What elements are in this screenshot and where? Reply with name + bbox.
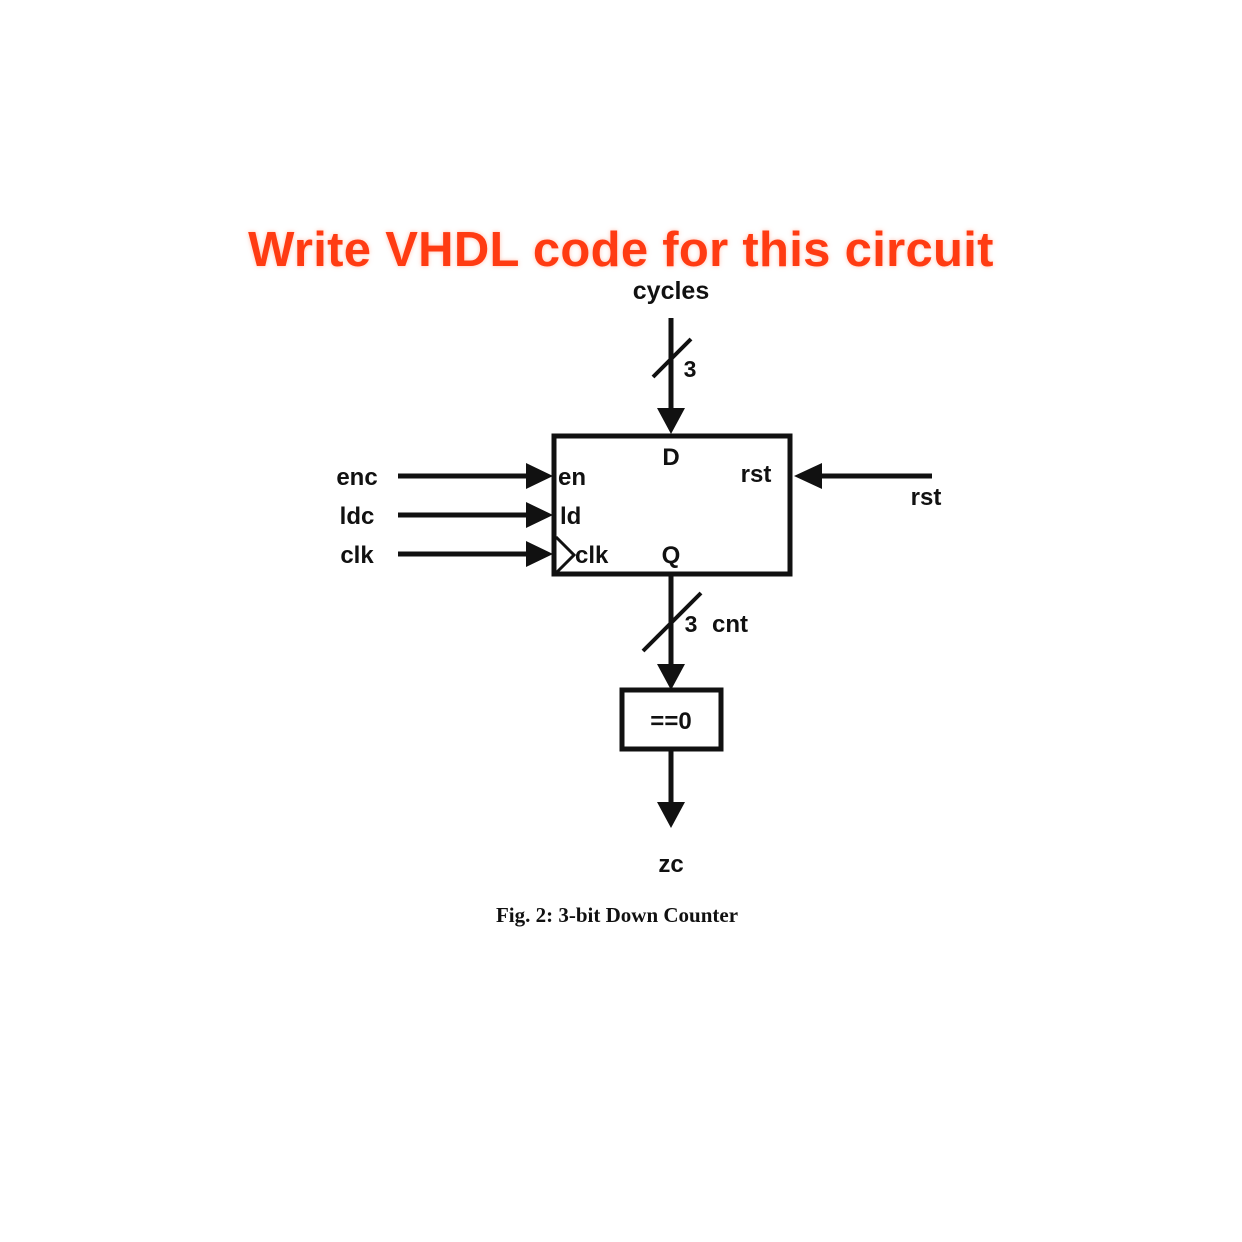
cycles-bus-slash (651, 337, 693, 379)
ldc-arrowhead (526, 502, 553, 528)
enc-arrowhead (526, 463, 553, 489)
zero-comparator-box (619, 687, 724, 752)
rst-label: rst (911, 484, 942, 511)
instruction-heading: Write VHDL code for this circuit (248, 223, 994, 277)
enc-label: enc (336, 464, 377, 491)
cycles-arrowhead (657, 408, 685, 434)
counter-port-d: D (662, 444, 679, 471)
rst-arrowhead (794, 463, 822, 489)
ldc-label: ldc (340, 503, 375, 530)
cycles-bus-width: 3 (684, 356, 697, 382)
counter-port-rst: rst (741, 461, 772, 488)
zc-label: zc (658, 851, 683, 878)
counter-port-en: en (558, 464, 586, 491)
counter-register-box (551, 433, 793, 577)
counter-port-ld: ld (560, 503, 581, 530)
counter-port-q: Q (662, 542, 681, 569)
cnt-bus-width: 3 (685, 611, 698, 637)
clk-arrowhead (526, 541, 553, 567)
counter-port-clk: clk (575, 542, 609, 569)
zero-comparator-label: ==0 (650, 708, 691, 735)
cycles-label: cycles (633, 277, 709, 305)
cnt-label: cnt (712, 611, 748, 638)
figure-caption: Fig. 2: 3-bit Down Counter (496, 903, 738, 927)
cnt-bus-slash (641, 591, 703, 653)
clk-label: clk (340, 542, 374, 569)
cnt-arrowhead (657, 664, 685, 690)
clock-edge-triangle (554, 535, 577, 575)
zc-arrowhead (657, 802, 685, 828)
